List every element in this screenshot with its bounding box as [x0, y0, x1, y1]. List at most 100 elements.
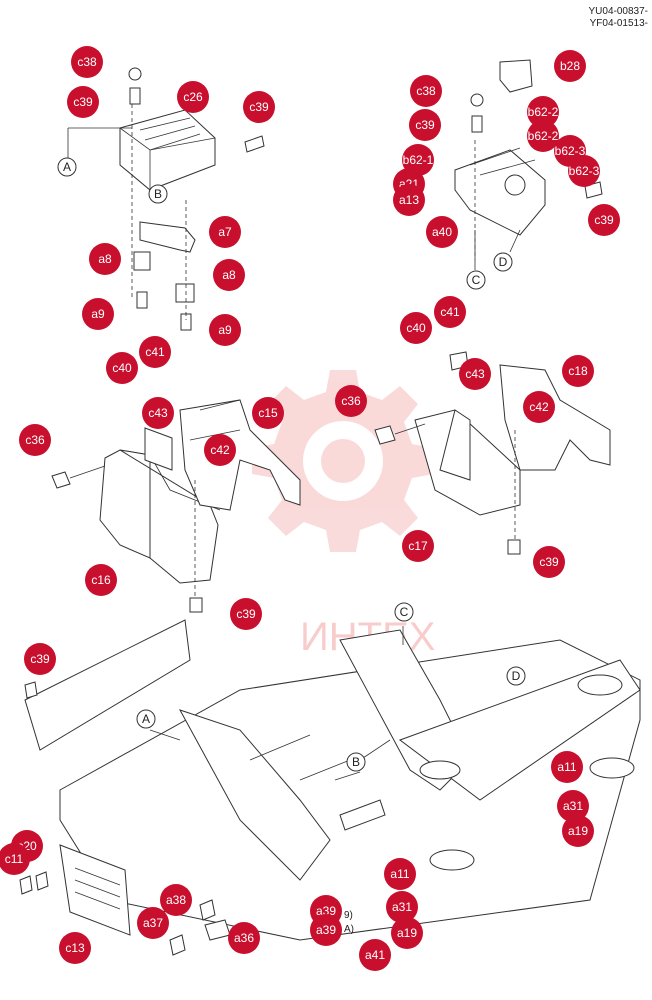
svg-text:c43: c43 [465, 367, 485, 381]
svg-text:b62-2: b62-2 [528, 105, 559, 119]
svg-text:C: C [472, 273, 481, 287]
svg-text:c42: c42 [529, 400, 549, 414]
svg-text:a37: a37 [143, 916, 163, 930]
callout-a11: a11 [551, 751, 583, 783]
callout-c39: c39 [588, 204, 620, 236]
callout-b62: b62-2 [527, 96, 559, 128]
svg-text:c36: c36 [25, 433, 45, 447]
svg-text:a41: a41 [365, 948, 385, 962]
svg-text:c41: c41 [440, 305, 460, 319]
svg-text:a19: a19 [397, 926, 417, 940]
svg-text:a13: a13 [399, 193, 419, 207]
svg-text:c39: c39 [30, 652, 50, 666]
floor-panel [19, 619, 641, 956]
callout-c16: c16 [85, 564, 117, 596]
svg-text:c39: c39 [236, 607, 256, 621]
svg-text:c39: c39 [539, 555, 559, 569]
callout-a39: a39 [310, 914, 342, 946]
side-cover-c15 [51, 399, 301, 511]
svg-text:c15: c15 [258, 406, 278, 420]
svg-text:b62-3: b62-3 [569, 164, 600, 178]
svg-text:a11: a11 [557, 760, 576, 774]
svg-text:a11: a11 [390, 867, 409, 881]
callout-b62: b62-2 [527, 120, 559, 152]
callout-c43: c43 [459, 358, 491, 390]
side-note-1: 9) [344, 910, 353, 921]
svg-text:a39: a39 [316, 923, 336, 937]
svg-text:c42: c42 [210, 443, 230, 457]
callout-a8: a8 [213, 259, 245, 291]
callout-c39: c39 [533, 546, 565, 578]
svg-text:c39: c39 [249, 100, 269, 114]
reference-D-top: D [493, 252, 513, 272]
svg-text:a8: a8 [98, 252, 112, 266]
svg-text:c39: c39 [594, 213, 614, 227]
svg-text:c39: c39 [415, 118, 435, 132]
svg-text:b28: b28 [560, 59, 580, 73]
svg-text:b62-2: b62-2 [528, 129, 559, 143]
callout-c40: c40 [106, 352, 138, 384]
svg-text:B: B [154, 187, 162, 201]
callout-c39: c39 [67, 86, 99, 118]
callout-a8: a8 [89, 243, 121, 275]
svg-text:c40: c40 [112, 361, 132, 375]
svg-text:c43: c43 [148, 406, 168, 420]
callout-a31: a31 [557, 790, 589, 822]
callout-a36: a36 [228, 922, 260, 954]
svg-text:c11: c11 [5, 852, 24, 866]
side-note-2: A) [344, 924, 354, 935]
svg-text:a8: a8 [222, 268, 236, 282]
callout-a31: a31 [386, 891, 418, 923]
reference-B-bottom: B [346, 752, 366, 772]
svg-text:c18: c18 [568, 364, 588, 378]
console-c26 [119, 67, 265, 191]
svg-text:a7: a7 [218, 225, 232, 239]
callout-c39: c39 [24, 643, 56, 675]
svg-text:D: D [512, 669, 521, 683]
callout-a40: a40 [426, 216, 458, 248]
callout-a9: a9 [209, 314, 241, 346]
callout-c40: c40 [400, 312, 432, 344]
svg-text:c38: c38 [77, 55, 97, 69]
svg-text:a39: a39 [316, 904, 336, 918]
callout-c36: c36 [335, 385, 367, 417]
svg-text:c41: c41 [145, 345, 165, 359]
watermark-logo [252, 370, 434, 552]
callout-c39: c39 [230, 598, 262, 630]
callout-c42: c42 [523, 391, 555, 423]
bracket-a7 [133, 221, 196, 331]
reference-code-1: YU04-00837- [588, 6, 648, 17]
callout-a37: a37 [137, 907, 169, 939]
svg-text:c39: c39 [73, 95, 93, 109]
svg-text:a38: a38 [166, 893, 186, 907]
callout-b28: b28 [554, 50, 586, 82]
callout-c41: c41 [139, 336, 171, 368]
reference-C-top: C [466, 270, 486, 290]
callout-a7: a7 [209, 216, 241, 248]
svg-text:c36: c36 [341, 394, 361, 408]
callout-a19: a19 [391, 917, 423, 949]
callout-a19: a19 [562, 815, 594, 847]
svg-text:a31: a31 [563, 799, 583, 813]
svg-text:a40: a40 [432, 225, 452, 239]
callout-c36: c36 [19, 424, 51, 456]
svg-text:c13: c13 [65, 941, 85, 955]
reference-A-bottom: A [136, 709, 156, 729]
svg-text:C: C [400, 605, 409, 619]
svg-text:c16: c16 [91, 573, 111, 587]
callout-c43: c43 [142, 397, 174, 429]
callout-c18: c18 [562, 355, 594, 387]
svg-text:c38: c38 [416, 84, 436, 98]
callout-c17: c17 [402, 530, 434, 562]
callout-a38: a38 [160, 884, 192, 916]
svg-text:b62-1: b62-1 [403, 153, 434, 167]
reference-A-top: A [57, 157, 77, 177]
callout-a41: a41 [359, 939, 391, 971]
svg-text:b62-3: b62-3 [555, 144, 586, 158]
svg-text:a31: a31 [392, 900, 412, 914]
svg-text:B: B [352, 755, 360, 769]
svg-text:a9: a9 [218, 323, 232, 337]
callout-c38: c38 [71, 46, 103, 78]
